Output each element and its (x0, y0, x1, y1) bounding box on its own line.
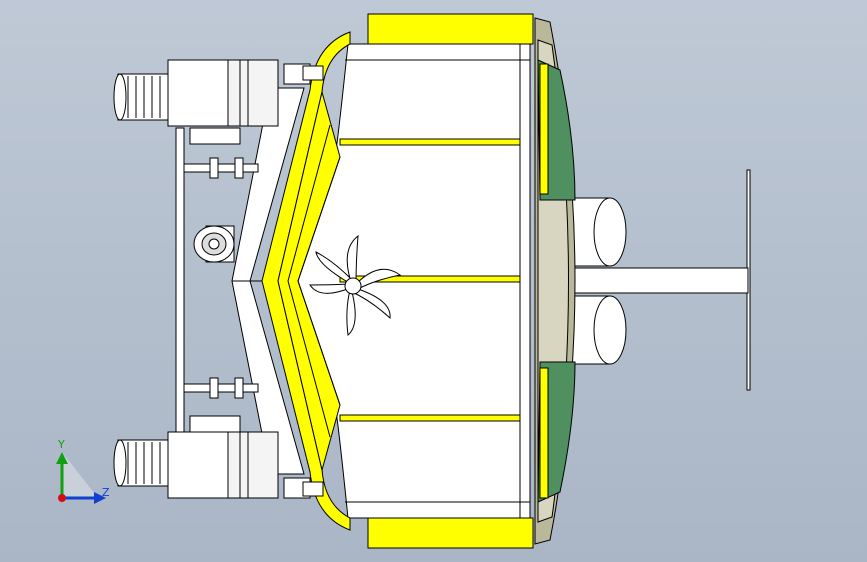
chassis-frame-left (175, 127, 185, 435)
axis-triad: Y Z (50, 438, 120, 510)
wheel-hub-box-lower (167, 431, 231, 499)
chassis-beam-lower (183, 383, 259, 393)
axis-label-y: Y (58, 438, 65, 451)
yellow-bar-3 (339, 414, 521, 422)
propeller (309, 234, 402, 336)
rear-yellow-strip-upper (539, 63, 549, 195)
yellow-bar-1 (339, 138, 521, 146)
axis-label-z: Z (102, 486, 110, 499)
top-yellow-rail (367, 13, 534, 45)
rear-yellow-strip-lower (539, 367, 549, 499)
bottom-yellow-rail (367, 517, 534, 549)
yellow-bar-2 (339, 275, 521, 283)
wheel-hub-box-upper (167, 59, 231, 127)
wheel-lower (113, 439, 171, 487)
wheel-upper (113, 73, 171, 121)
spare-wheel (193, 225, 235, 263)
chassis-beam-upper (183, 163, 259, 173)
